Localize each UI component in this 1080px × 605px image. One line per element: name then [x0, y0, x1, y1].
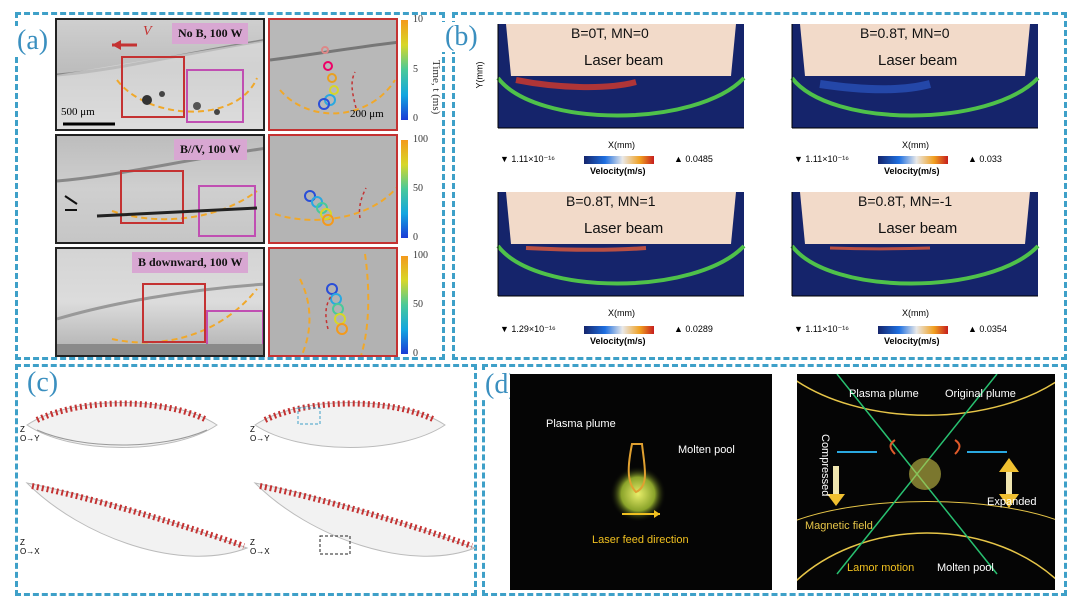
sim-1: B=0T, MN=0 Laser beam Y(mm) X(mm) ▼ 1.11…: [466, 18, 756, 178]
panel-c-label: (c): [24, 368, 62, 398]
sim-4: B=0.8T, MN=-1 Laser beam X(mm) ▼ 1.11×10…: [760, 186, 1050, 351]
sim-2-cbar-label: Velocity(m/s): [884, 166, 940, 176]
sim-2-xlabel: X(mm): [902, 140, 929, 150]
sim-1-beam: Laser beam: [584, 52, 664, 69]
sim-4-cbar-label: Velocity(m/s): [884, 336, 940, 346]
flow-field-top-right: [254, 400, 446, 448]
row3-tag: B downward, 100 W: [132, 252, 249, 273]
sim-3-min: ▼ 1.29×10⁻¹⁶: [500, 324, 556, 334]
sim-3-beam: Laser beam: [584, 220, 664, 237]
label-molten-pool-right: Molten pool: [937, 562, 994, 574]
sim-4-xlabel: X(mm): [902, 308, 929, 318]
direction-label: V: [143, 24, 152, 39]
row1-tag: No B, 100 W: [172, 23, 249, 44]
sim-1-cbar-label: Velocity(m/s): [590, 166, 646, 176]
colorbar-row2: 100 50 0: [401, 134, 441, 243]
sim-4-max: ▲ 0.0354: [968, 324, 1007, 334]
sim-1-max: ▲ 0.0485: [674, 154, 713, 164]
xray-row1-zoom: 200 μm: [268, 18, 398, 131]
colorbar-label: Time, t (ms): [430, 60, 442, 115]
sim-3-xlabel: X(mm): [608, 308, 635, 318]
label-lamor-motion: Lamor motion: [847, 562, 915, 574]
label-plasma-plume-right: Plasma plume: [849, 388, 919, 400]
xray-row2-zoom: [268, 134, 398, 244]
sim-2-max: ▲ 0.033: [968, 154, 1002, 164]
sim-3-max: ▲ 0.0289: [674, 324, 713, 334]
panel-b: [452, 12, 1067, 360]
sim-4-min: ▼ 1.11×10⁻¹⁶: [794, 324, 849, 334]
xray-row3-main: B downward, 100 W: [55, 247, 265, 357]
row2-tag: B//V, 100 W: [174, 139, 247, 160]
panel-d: [482, 364, 1067, 596]
scalebar-200: 200 μm: [350, 108, 384, 120]
colorbar-row1: 10 5 0: [401, 14, 441, 124]
photo-left: Plasma plume Molten pool Laser feed dire…: [510, 374, 772, 590]
sim-1-xlabel: X(mm): [608, 140, 635, 150]
sim-4-beam: Laser beam: [878, 220, 958, 237]
label-compressed: Compressed: [819, 434, 831, 497]
flow-field-bottom-right: [253, 482, 477, 557]
label-plasma-plume-left: Plasma plume: [546, 418, 616, 430]
panel-a-label: (a): [14, 26, 52, 56]
label-expanded: Expanded: [987, 496, 1037, 508]
flow-field-bottom-left: [25, 482, 249, 557]
sim-3-cbar-label: Velocity(m/s): [590, 336, 646, 346]
sim-3-title: B=0.8T, MN=1: [566, 193, 656, 209]
photo-right: Plasma plume Original plume Compressed E…: [797, 374, 1055, 590]
sim-1-ylabel: Y(mm): [474, 61, 485, 89]
sim-2-min: ▼ 1.11×10⁻¹⁶: [794, 154, 849, 164]
sim-4-title: B=0.8T, MN=-1: [858, 193, 953, 209]
xray-row2-main: B//V, 100 W: [55, 134, 265, 244]
xray-row1-main: No B, 100 W V 500 μm: [55, 18, 265, 131]
scalebar-500: 500 μm: [61, 106, 95, 118]
sim-2-beam: Laser beam: [878, 52, 958, 69]
xray-row3-zoom: [268, 247, 398, 357]
colorbar-row3: 100 50 0: [401, 250, 441, 359]
panel-b-label: (b): [442, 22, 481, 52]
label-magnetic-field: Magnetic field: [805, 520, 873, 532]
sim-2: B=0.8T, MN=0 Laser beam X(mm) ▼ 1.11×10⁻…: [760, 18, 1050, 178]
sim-1-title: B=0T, MN=0: [571, 25, 649, 41]
label-original-plume: Original plume: [945, 388, 1016, 400]
panel-a: [15, 12, 445, 360]
sim-3: B=0.8T, MN=1 Laser beam X(mm) ▼ 1.29×10⁻…: [466, 186, 756, 351]
sim-2-title: B=0.8T, MN=0: [860, 25, 950, 41]
label-laser-feed: Laser feed direction: [592, 534, 689, 546]
flow-field-top-left: [26, 400, 218, 448]
label-molten-pool-left: Molten pool: [678, 444, 735, 456]
sim-1-min: ▼ 1.11×10⁻¹⁶: [500, 154, 555, 164]
panel-c: [15, 364, 477, 596]
